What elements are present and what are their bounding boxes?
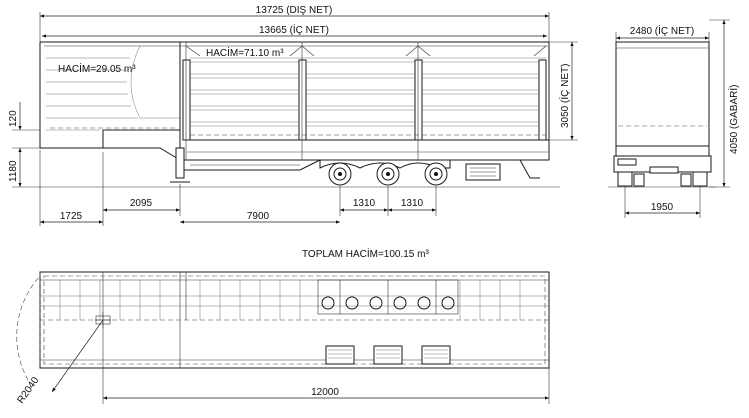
deck-height-dimensions: 120 1180 <box>8 102 40 188</box>
overall-length-label: 13725 (DIŞ NET) <box>256 5 333 16</box>
rear-wheel-right <box>692 171 708 187</box>
dim-1310b-label: 1310 <box>401 198 424 209</box>
floor-crossmembers <box>40 272 549 368</box>
side-slats <box>190 57 546 127</box>
dim-1725-label: 1725 <box>60 211 83 222</box>
inner-length-label: 13665 (İÇ NET) <box>259 23 329 36</box>
rivet-row <box>50 127 546 136</box>
front-volume-label: HACİM=29.05 m³ <box>58 62 136 75</box>
trailer-body: HACİM=29.05 m³ HACİM=71.10 m³ <box>39 41 550 161</box>
dim-1310a-label: 1310 <box>353 198 376 209</box>
bottom-dimension-chain: 2095 1725 7900 1310 1310 <box>39 150 437 226</box>
inner-height-dimension: 3050 (İÇ NET) <box>549 41 578 141</box>
roof-bows <box>185 45 547 57</box>
kingpin-swing: R2040 <box>15 275 111 406</box>
turn-radius-label: R2040 <box>15 375 41 406</box>
rear-view: 2480 (İÇ NET) 4050 (GABARİ) 1950 <box>608 19 740 218</box>
overall-height-dimension: 4050 (GABARİ) <box>709 19 740 188</box>
overall-length-dimension: 13725 (DIŞ NET) <box>39 5 550 42</box>
front-curtain-lines <box>46 57 138 131</box>
side-view: 13725 (DIŞ NET) 13665 (İÇ NET) <box>8 5 578 226</box>
top-length-dimension: 12000 <box>102 368 550 404</box>
main-volume-label: HACİM=71.10 m³ <box>206 46 284 59</box>
deck-height-label: 1180 <box>8 160 19 182</box>
inner-width-label: 2480 (İÇ NET) <box>630 24 694 37</box>
landing-leg <box>175 147 185 179</box>
rear-body <box>615 41 710 157</box>
inner-height-label: 3050 (İÇ NET) <box>558 64 571 128</box>
axle-area <box>317 279 459 315</box>
top-length-label: 12000 <box>311 387 339 398</box>
dim-2095-label: 2095 <box>130 198 153 209</box>
bottom-wheel-blocks <box>325 345 451 365</box>
rear-lamp-bar <box>649 166 679 174</box>
side-stakes <box>182 42 547 160</box>
overall-height-label: 4050 (GABARİ) <box>727 85 740 154</box>
rear-plate <box>617 158 637 166</box>
chassis <box>103 147 540 183</box>
rear-wheel-left <box>617 171 633 187</box>
deck-step-label: 120 <box>8 110 19 127</box>
track-width-label: 1950 <box>651 202 674 213</box>
inner-length-dimension: 13665 (İÇ NET) <box>42 23 547 38</box>
total-volume-label: TOPLAM HACİM=100.15 m³ <box>302 247 429 260</box>
dim-7900-label: 7900 <box>247 211 270 222</box>
axle-wheels <box>328 162 448 186</box>
track-width-dimension: 1950 <box>624 186 701 218</box>
inner-width-dimension: 2480 (İÇ NET) <box>615 24 710 44</box>
top-view: TOPLAM HACİM=100.15 m³ <box>15 247 550 406</box>
